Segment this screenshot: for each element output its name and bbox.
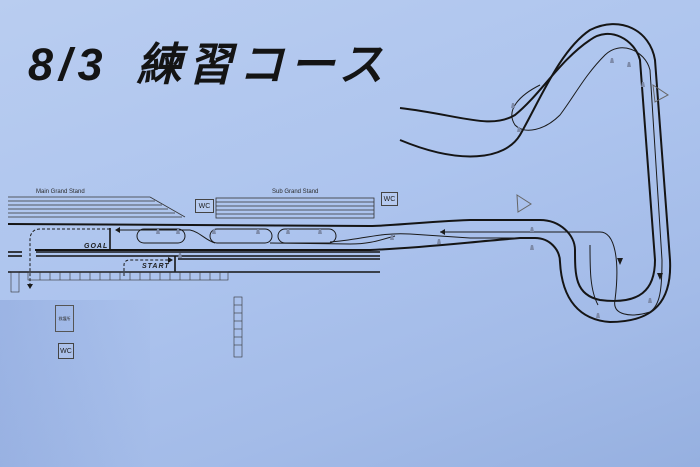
course-title: 練習コース: [136, 39, 390, 90]
first-aid-label: 救護所: [58, 315, 71, 321]
wc-label: WC: [60, 347, 72, 355]
driving-line: [118, 47, 663, 316]
sub-grand-stand-label: Sub Grand Stand: [272, 189, 319, 195]
main-grand-stand-label: Main Grand Stand: [36, 189, 85, 195]
start-mark: START: [142, 263, 170, 270]
sub-grand-stand: [215, 197, 375, 219]
pit-boxes: [10, 271, 243, 358]
cone-markers: [156, 58, 652, 318]
triangle-markers: [516, 83, 669, 213]
arrow-heads: [27, 227, 663, 289]
track-edges: [7, 23, 672, 324]
paper-shadow: [0, 300, 150, 467]
main-grand-stand: [8, 196, 186, 218]
wc-icon: WC: [381, 192, 398, 206]
wc-label: WC: [383, 195, 396, 203]
first-aid-station: 救護所: [55, 305, 74, 332]
wc-label: WC: [198, 202, 211, 210]
goal-mark: GOAL: [84, 243, 109, 250]
course-date: 8/3: [28, 39, 109, 90]
wc-icon: WC: [195, 199, 214, 213]
page-title: 8/3 練習コース: [28, 28, 389, 93]
wc-icon: WC: [58, 343, 74, 359]
pit-routes: [29, 228, 168, 285]
